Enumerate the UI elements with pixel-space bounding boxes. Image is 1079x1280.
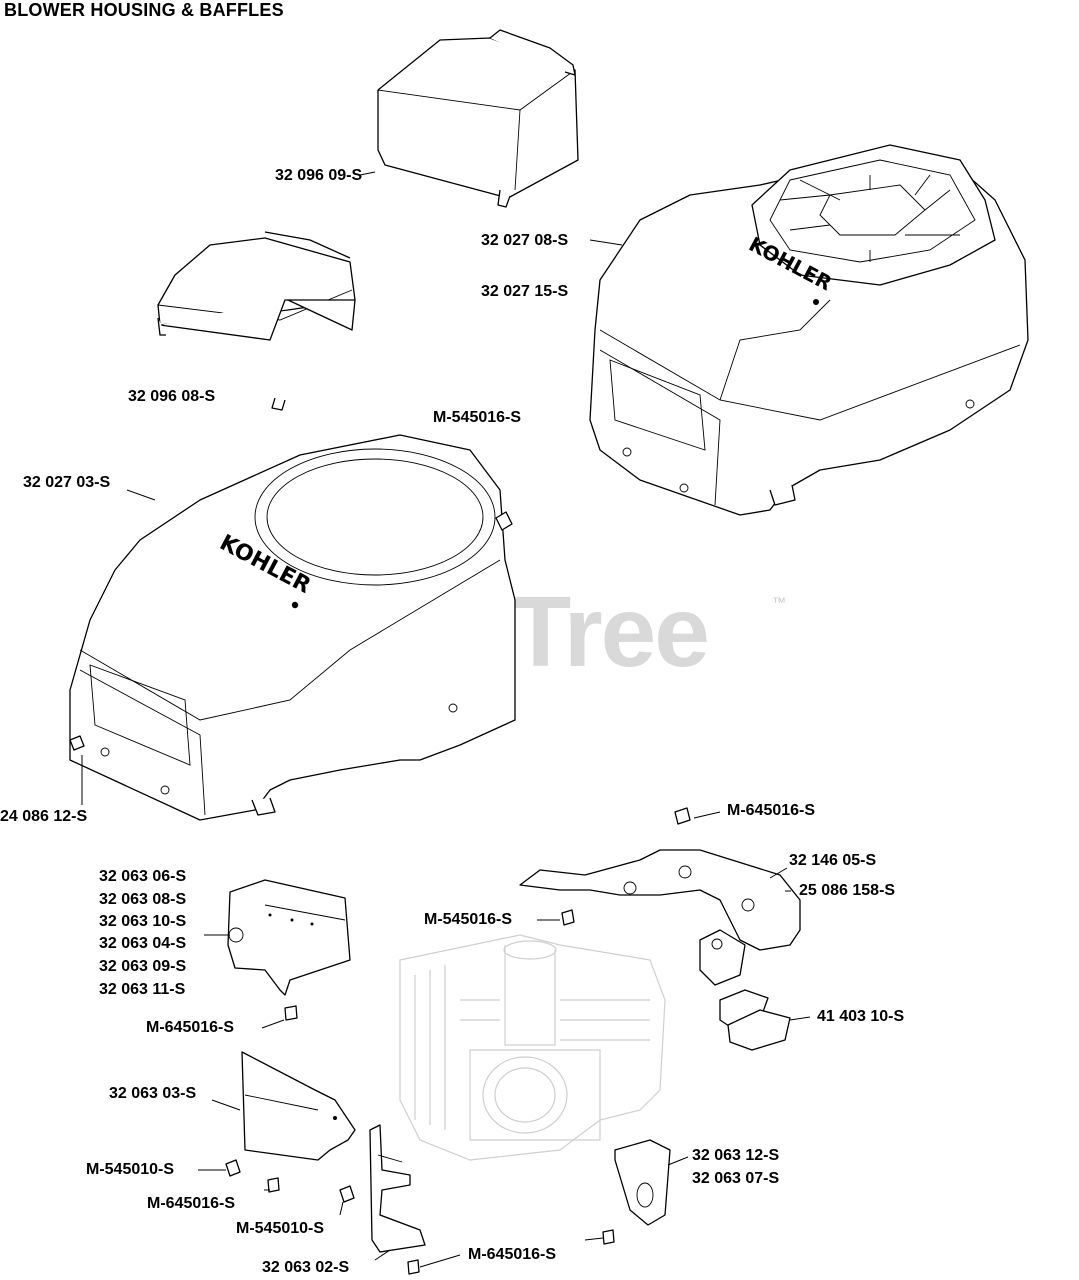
label-baffle-right: 32 146 05-S xyxy=(789,852,877,869)
label-screw-left-mid: M-645016-S xyxy=(146,1019,235,1036)
baffle-left-group xyxy=(227,879,351,996)
label-screw-top-right: M-645016-S xyxy=(727,802,816,819)
label-baffle-lower: 32 063 03-S xyxy=(109,1085,197,1102)
leader-lines xyxy=(81,171,811,1268)
cover-top xyxy=(377,29,579,208)
baffle-bottom-right xyxy=(614,1139,671,1226)
screw-lower-2 xyxy=(267,1177,280,1193)
label-cover-top: 32 096 09-S xyxy=(275,167,363,184)
label-screw-center: M-545016-S xyxy=(433,409,522,426)
screw-bottom-right xyxy=(602,1229,615,1245)
label-baffle-left-2: 32 063 08-S xyxy=(99,891,187,908)
screw-bottom xyxy=(407,1259,420,1275)
label-screw-lower-2: M-645016-S xyxy=(147,1195,236,1212)
screw-lower-3 xyxy=(339,1185,355,1203)
label-baffle-bottom: 32 063 02-S xyxy=(262,1259,350,1276)
label-housing-left: 32 027 03-S xyxy=(23,474,111,491)
screw-center xyxy=(495,511,513,531)
label-bracket: 41 403 10-S xyxy=(817,1008,905,1025)
label-baffle-left-5: 32 063 09-S xyxy=(99,958,187,975)
cover-left xyxy=(157,231,356,411)
label-screw-lower-3: M-545010-S xyxy=(236,1220,325,1237)
label-screw-bottom: M-645016-S xyxy=(468,1246,557,1263)
label-baffle-left-6: 32 063 11-S xyxy=(99,981,186,998)
label-housing-right-b: 32 027 15-S xyxy=(481,283,569,300)
diagram-title: BLOWER HOUSING & BAFFLES xyxy=(4,0,284,20)
screw-right-mid xyxy=(561,909,575,926)
label-baffle-left-1: 32 063 06-S xyxy=(99,868,187,885)
label-screw-right: 25 086 158-S xyxy=(799,882,896,899)
label-baffle-bottom-right-2: 32 063 07-S xyxy=(692,1170,780,1187)
baffle-lower xyxy=(241,1051,356,1161)
label-housing-right-a: 32 027 08-S xyxy=(481,232,569,249)
screw-left-mid xyxy=(284,1005,298,1021)
label-cover-left: 32 096 08-S xyxy=(128,388,216,405)
baffle-bottom xyxy=(369,1124,426,1253)
label-baffle-bottom-right-1: 32 063 12-S xyxy=(692,1147,780,1164)
engine-block-ghost xyxy=(399,934,666,1161)
label-screw-right-mid: M-545016-S xyxy=(424,911,513,928)
blower-housing-right: KOHLER xyxy=(589,144,1029,516)
blower-housing-left: KOHLER xyxy=(69,434,516,821)
screw-left-housing xyxy=(69,735,85,751)
label-screw-lower-1: M-545010-S xyxy=(86,1161,175,1178)
screw-parts xyxy=(69,511,785,1275)
screw-top-right xyxy=(674,807,691,825)
label-screw-left-bottom: 24 086 12-S xyxy=(0,808,88,825)
trademark-symbol: ™ xyxy=(772,594,786,610)
label-baffle-left-3: 32 063 10-S xyxy=(99,913,187,930)
label-baffle-left-4: 32 063 04-S xyxy=(99,935,187,952)
screw-lower-1 xyxy=(225,1159,241,1177)
baffle-right xyxy=(519,849,801,1051)
